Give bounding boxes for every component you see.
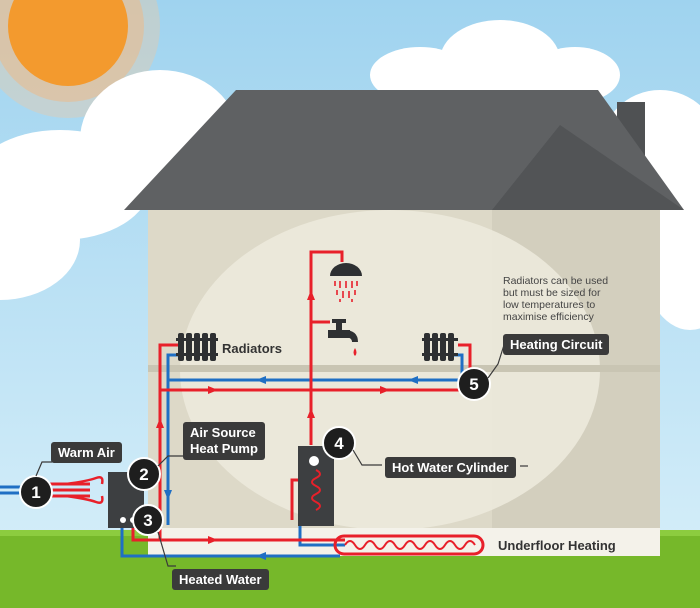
marker-5: 5 bbox=[457, 367, 491, 401]
marker-4: 4 bbox=[322, 426, 356, 460]
marker-3: 3 bbox=[132, 504, 164, 536]
tap-icon bbox=[328, 319, 358, 356]
svg-text:2: 2 bbox=[139, 465, 148, 484]
marker-2: 2 bbox=[127, 457, 161, 491]
floor-divider bbox=[148, 365, 660, 372]
floor-slab bbox=[148, 528, 660, 556]
label-hot-water-cylinder: Hot Water Cylinder bbox=[385, 457, 516, 478]
radiator-right-icon bbox=[422, 333, 458, 361]
roof-side bbox=[492, 125, 684, 210]
label-heat-pump-line1: Air Source bbox=[190, 425, 256, 440]
label-heating-circuit: Heating Circuit bbox=[503, 334, 610, 355]
label-radiators: Radiators bbox=[222, 341, 282, 356]
label-air-source-heat-pump: Air Source Heat Pump bbox=[183, 422, 265, 460]
warm-air-icon bbox=[65, 476, 104, 504]
note-line: Radiators can be used bbox=[503, 275, 609, 287]
marker-1: 1 bbox=[19, 475, 53, 509]
label-heat-pump-line2: Heat Pump bbox=[190, 441, 258, 456]
underfloor-coil bbox=[333, 534, 485, 556]
flow-arrows bbox=[156, 290, 418, 560]
note-line: maximise efficiency bbox=[503, 311, 594, 323]
leader-lines bbox=[35, 344, 528, 567]
label-heated-water: Heated Water bbox=[172, 569, 269, 590]
label-underfloor-heating: Underfloor Heating bbox=[498, 538, 616, 553]
svg-text:1: 1 bbox=[31, 483, 40, 502]
radiator-left-icon bbox=[176, 333, 218, 361]
note-line: but must be sized for bbox=[503, 287, 601, 299]
note-line: low temperatures to bbox=[503, 299, 596, 311]
underfloor-loops bbox=[344, 540, 476, 550]
label-warm-air: Warm Air bbox=[51, 442, 122, 463]
radiator-note: Radiators can be used but must be sized … bbox=[503, 275, 608, 323]
svg-text:3: 3 bbox=[143, 511, 152, 530]
svg-text:5: 5 bbox=[469, 375, 478, 394]
svg-text:4: 4 bbox=[334, 434, 344, 453]
shower-icon bbox=[330, 263, 362, 302]
